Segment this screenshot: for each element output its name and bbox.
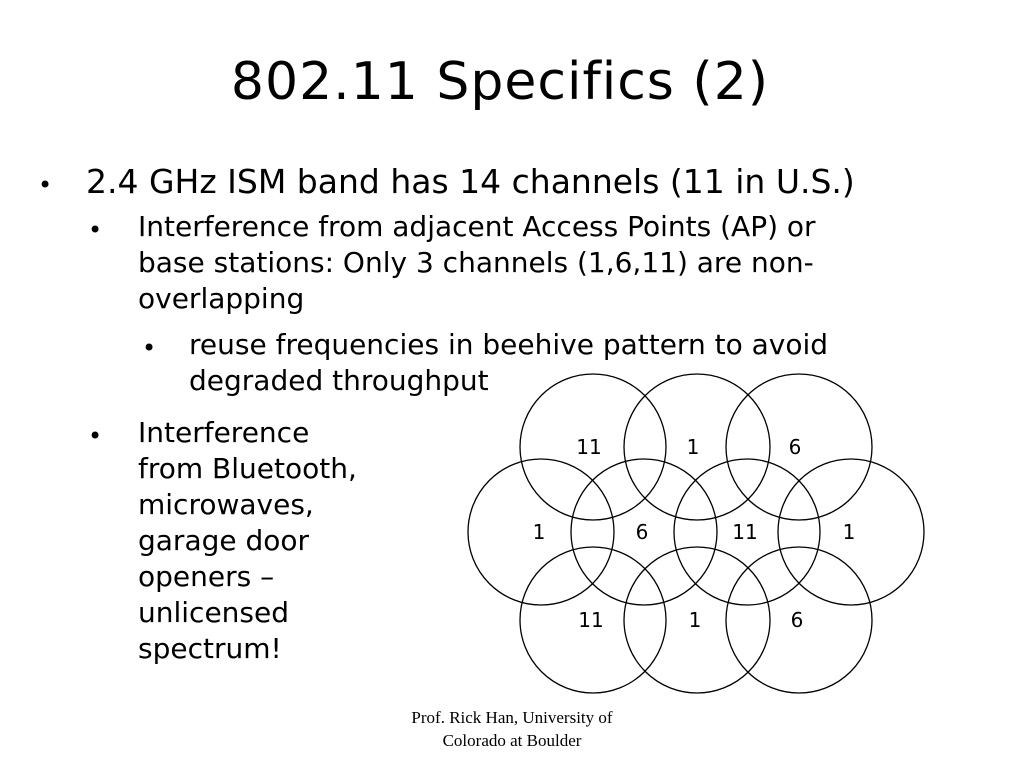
channel-label: 6 (791, 608, 804, 632)
channel-label: 11 (732, 520, 757, 544)
cell-circle (467, 458, 615, 606)
bullet-marker: • (88, 422, 103, 450)
cell-circle (777, 458, 925, 606)
bullet-marker: • (142, 334, 157, 362)
channel-label: 6 (636, 520, 649, 544)
cell-circle (623, 373, 771, 521)
slide-title: 802.11 Specifics (2) (230, 52, 770, 112)
cell-circle (673, 458, 821, 606)
channel-label: 6 (789, 435, 802, 459)
channel-label: 1 (687, 435, 700, 459)
channel-label: 11 (578, 608, 603, 632)
cell-circle (725, 373, 873, 521)
cell-circle (519, 373, 667, 521)
channel-label: 1 (533, 520, 546, 544)
cell-circle (570, 458, 718, 606)
cell-circle (725, 546, 873, 694)
bullet-other-interference: Interference from Bluetooth, microwaves,… (138, 416, 357, 665)
cell-circle (623, 546, 771, 694)
channel-label: 1 (689, 608, 702, 632)
channel-label: 1 (843, 520, 856, 544)
bullet-marker: • (38, 171, 53, 199)
bullet-reuse-frequencies: reuse frequencies in beehive pattern to … (189, 328, 829, 397)
bullet-marker: • (88, 216, 103, 244)
channel-label: 11 (576, 435, 601, 459)
bullet-adjacent-ap-interference: Interference from adjacent Access Points… (138, 210, 816, 315)
cell-circle (519, 546, 667, 694)
bullet-ism-band: 2.4 GHz ISM band has 14 channels (11 in … (86, 162, 855, 201)
footer-credit: Prof. Rick Han, University of Colorado a… (411, 708, 613, 750)
